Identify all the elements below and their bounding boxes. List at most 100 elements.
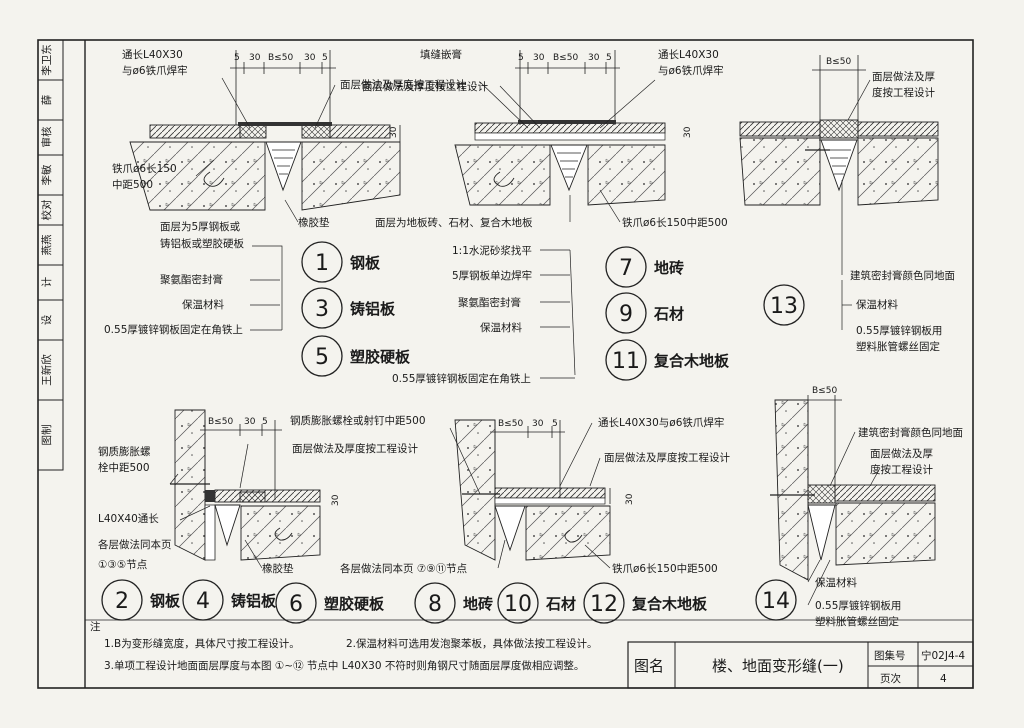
signature-cell-3: 李敏 (40, 164, 53, 185)
tm-dim-4: 5 (606, 53, 612, 63)
node-top-number-1: 3 (315, 297, 329, 322)
signature-cell-0: 李卫东 (40, 44, 53, 76)
tm-dim-3: 30 (588, 53, 600, 63)
br-label-insul: 保温材料 (815, 576, 857, 589)
tl-label-plate2: 铸铝板或塑胶硬板 (160, 237, 244, 250)
node-top-circle-1 (301, 287, 343, 329)
tl-label-finish: 面层做法及厚度按工程设计 (340, 78, 466, 91)
detail-2-4-6 (170, 409, 321, 561)
node-top-circle-0 (301, 241, 343, 283)
node-bottom-material-0: 钢板 (150, 592, 181, 610)
tr-label-finish: 面层做法及厚 (872, 70, 935, 83)
tm-label-insul: 保温材料 (480, 321, 522, 334)
tm-label-filler: 填缝嵌膏 (420, 48, 462, 61)
signature-cell-5: 燕燕 (41, 234, 53, 255)
node-top-material-2: 塑胶硬板 (350, 348, 411, 366)
node-bottom-material-3: 地砖 (463, 595, 493, 613)
node-bottom-circle-3 (414, 582, 456, 624)
note-2: 2.保温材料可选用发泡聚苯板，具体做法按工程设计。 (346, 637, 598, 650)
signature-cell-6: 计 (40, 276, 53, 287)
tl-label-galv: 0.55厚镀锌钢板固定在角铁上 (104, 323, 243, 336)
tl-dim-1: 30 (249, 53, 261, 63)
node-top-circle-4 (605, 292, 647, 334)
tm-label-galv: 0.55厚镀锌钢板固定在角铁上 (392, 372, 531, 385)
bl-label-finish: 面层做法及厚度按工程设计 (292, 442, 418, 455)
tl-label-strip: 通长L40X30 (122, 49, 183, 61)
tr-label-insul: 保温材料 (856, 298, 898, 311)
bl-label-layers: 各层做法同本页 (98, 538, 172, 551)
node-bottom-number-1: 4 (196, 589, 210, 614)
tl-dim-2: B≤50 (268, 53, 293, 63)
tm-label-strip: 通长L40X30 (658, 49, 719, 61)
atlas-no: 宁02J4-4 (921, 649, 965, 662)
node-top-number-4: 9 (619, 302, 633, 327)
signature-cell-1: 薛 (41, 94, 53, 105)
signature-cell-9: 图制 (40, 425, 53, 446)
node-bottom-circle-5 (583, 582, 625, 624)
bl-dim-2: 5 (262, 417, 268, 427)
node-top-circle-3 (605, 246, 647, 288)
signature-cell-8: 王新欣 (40, 354, 53, 386)
node-bottom-material-4: 石材 (545, 595, 576, 613)
detail-14 (770, 395, 936, 581)
bm-dim-0: B≤50 (498, 419, 523, 429)
note-1: 1.B为变形缝宽度，具体尺寸按工程设计。 (104, 637, 300, 650)
tl-dim-0: 5 (234, 53, 240, 63)
node-bottom-circle-2 (275, 582, 317, 624)
bm-dim-1: 30 (532, 419, 544, 429)
node-top-circle-5 (605, 339, 647, 381)
bl-dim-0: B≤50 (208, 417, 233, 427)
node-bottom-material-1: 铸铝板 (231, 592, 277, 610)
tl-label-claw2: 中距500 (112, 178, 153, 191)
bl-label-nodes: ①③⑤节点 (98, 559, 147, 571)
bm-dim-30: 30 (625, 493, 635, 505)
tr-label-galv: 0.55厚镀锌钢板用 (856, 324, 942, 337)
node-top-circle-6 (763, 284, 805, 326)
node-top-number-3: 7 (619, 256, 633, 281)
tm-dim-1: 30 (533, 53, 545, 63)
detail-7-9-11 (454, 50, 666, 206)
br-dim-b: B≤50 (812, 386, 837, 396)
node-top-number-6: 13 (770, 294, 798, 319)
signature-cell-7: 设 (41, 314, 53, 325)
tm-dim-0: 5 (518, 53, 524, 63)
tm-label-steel: 5厚钢板单边焊牢 (452, 269, 532, 282)
tl-label-insul: 保温材料 (182, 298, 224, 311)
tr-label-sealant: 建筑密封膏颜色同地面 (850, 269, 955, 282)
node-bottom-number-0: 2 (115, 589, 129, 614)
tl-label-sealant: 聚氨酯密封膏 (160, 273, 223, 286)
tr-dim-b: B≤50 (826, 57, 851, 67)
detail-1-3-5 (129, 50, 401, 211)
leader-lines (169, 77, 881, 606)
tl-dim-3: 30 (304, 53, 316, 63)
notes-heading: 注 (90, 620, 101, 633)
title-block (627, 641, 974, 689)
tm-dim-2: B≤50 (553, 53, 578, 63)
bl-dim-1: 30 (244, 417, 256, 427)
tm-label-claw: 铁爪ø6长150中距500 (622, 216, 728, 229)
bm-label-claw: 铁爪ø6长150中距500 (612, 562, 718, 575)
br-label-finish2: 度按工程设计 (870, 463, 933, 476)
node-top-material-3: 地砖 (654, 259, 684, 277)
tl-dim-30: 30 (389, 126, 399, 138)
node-bottom-number-4: 10 (504, 592, 532, 617)
node-bottom-number-3: 8 (428, 592, 442, 617)
br-label-finish: 面层做法及厚 (870, 447, 933, 460)
tm-dim-30: 30 (683, 126, 693, 138)
bl-label-rubber: 橡胶垫 (262, 562, 294, 575)
node-top-number-2: 5 (315, 345, 329, 370)
bl-label-bolt: 钢质膨胀螺 (98, 445, 151, 458)
tl-label-claw: 铁爪ø6长150 (112, 162, 177, 175)
node-bottom-number-6: 14 (762, 589, 790, 614)
tl-dim-4: 5 (322, 53, 328, 63)
page-label: 页次 (880, 672, 901, 685)
node-top-material-0: 钢板 (350, 254, 381, 272)
page-no: 4 (940, 673, 947, 685)
br-label-sealant: 建筑密封膏颜色同地面 (858, 426, 963, 439)
tl-label-plate: 面层为5厚钢板或 (160, 220, 241, 233)
tm-label-strip2: 与ø6铁爪焊牢 (658, 64, 724, 77)
signature-cell-2: 审核 (40, 126, 53, 147)
